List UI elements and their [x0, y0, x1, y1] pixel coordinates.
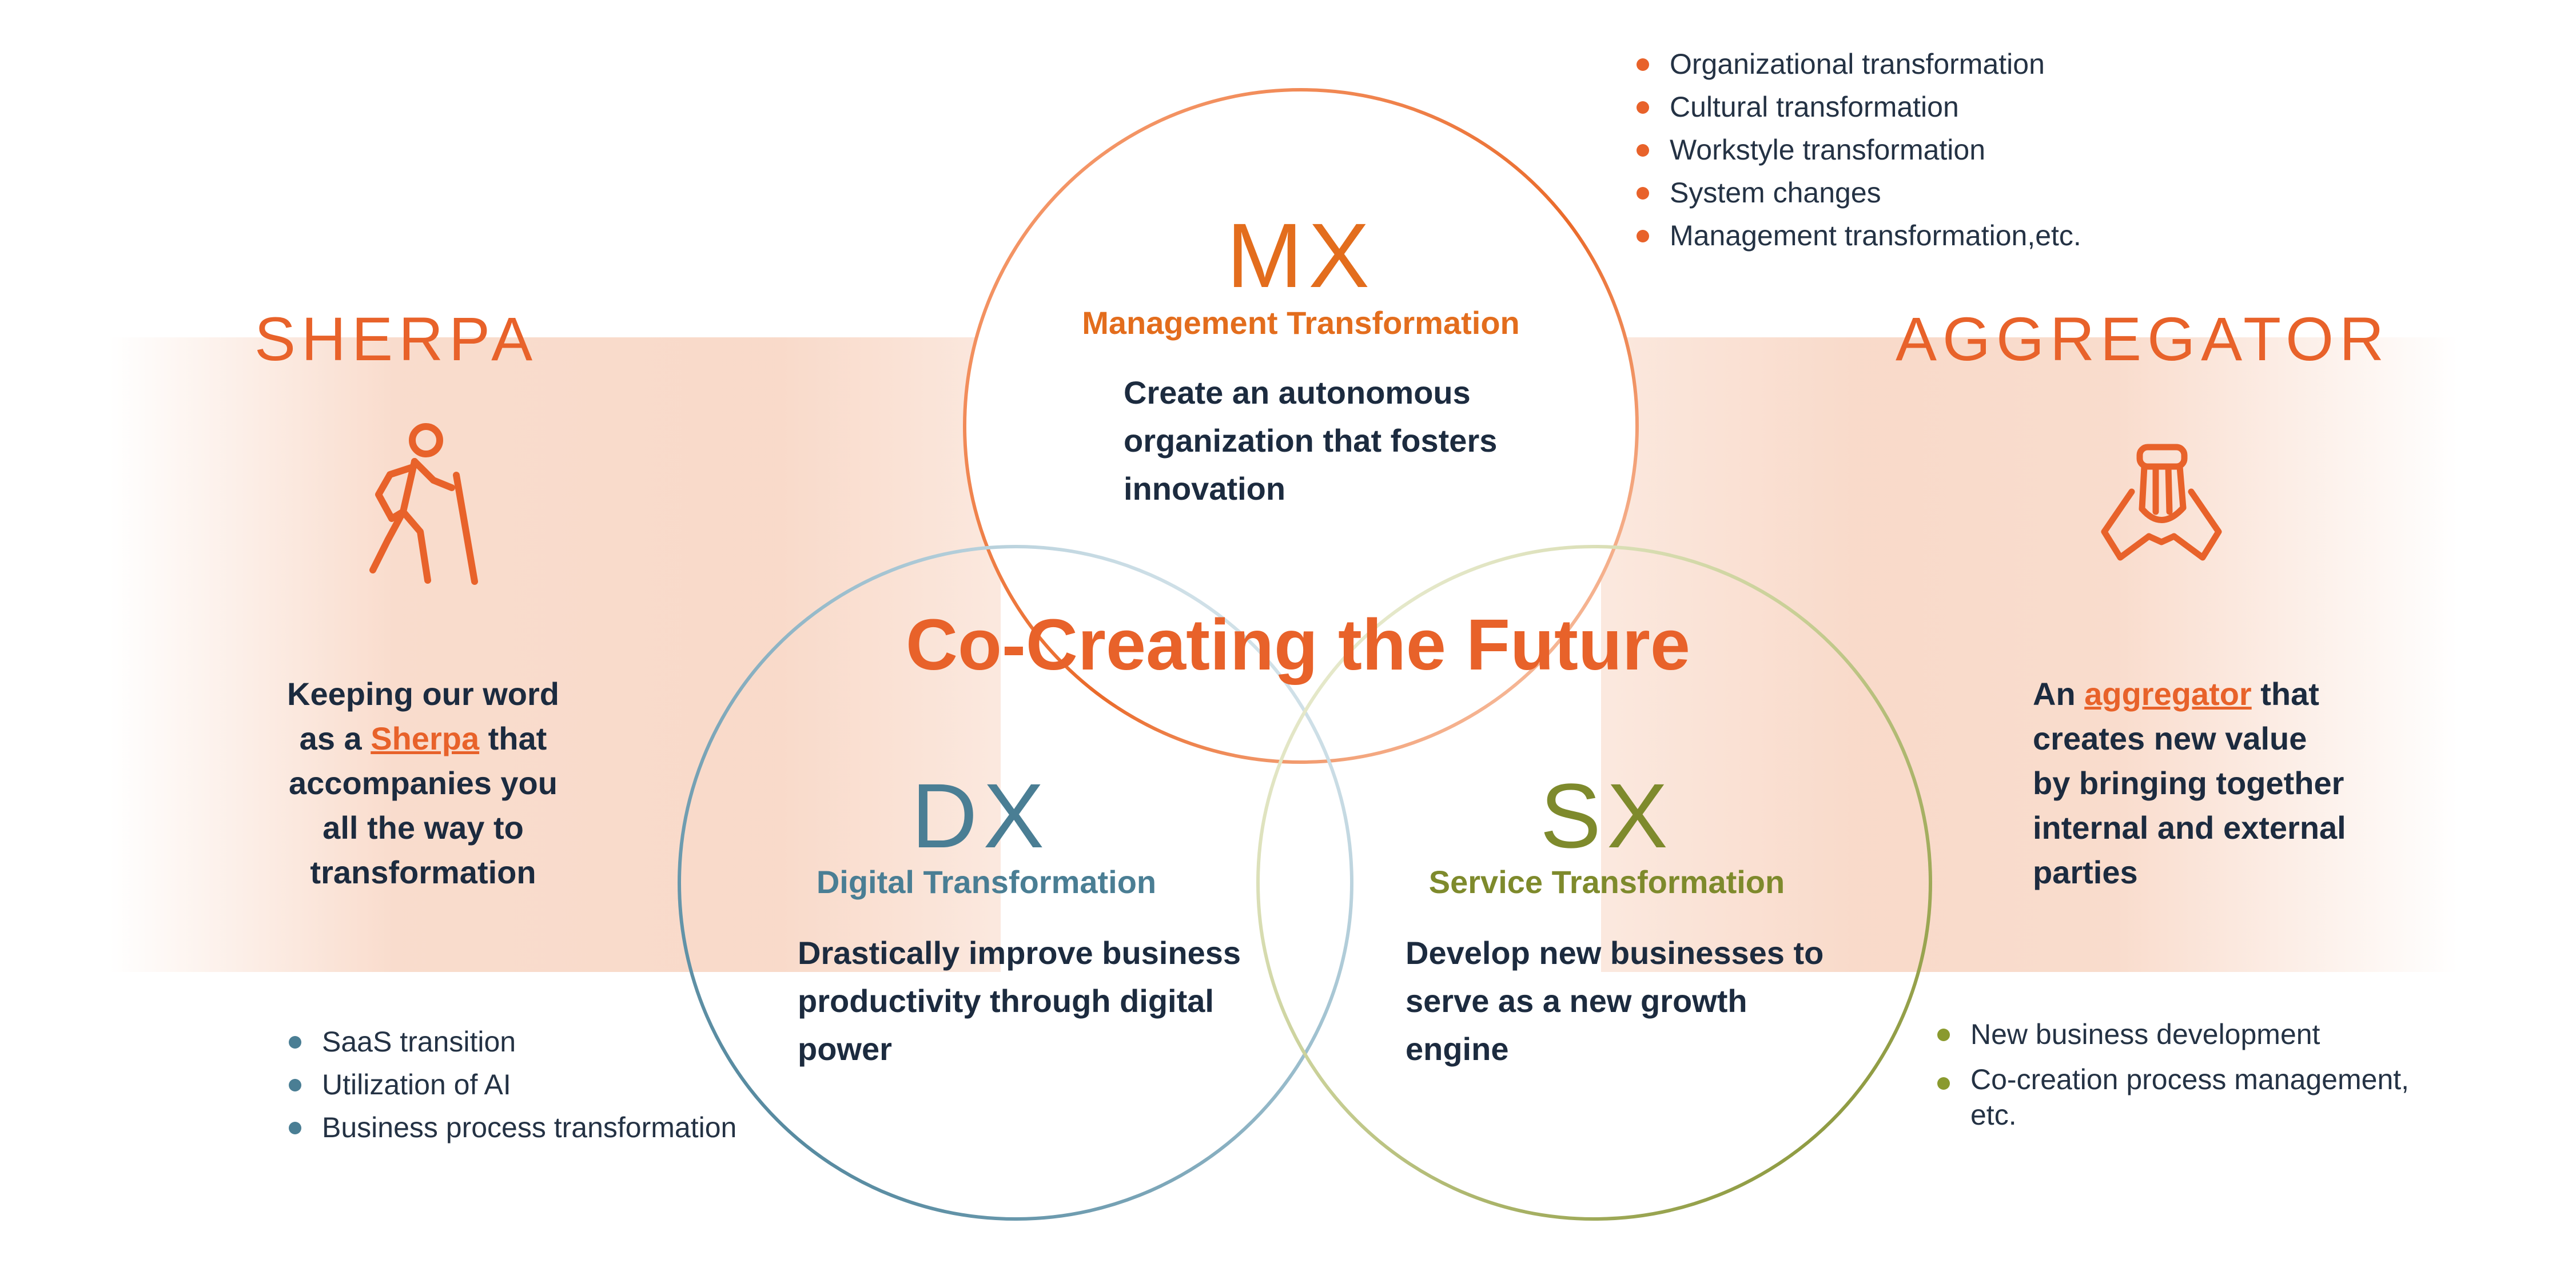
mx-description: Create an autonomous organization that f… — [1124, 374, 1498, 507]
dx-code: DX — [911, 764, 1050, 867]
list-item: Cultural transformation — [1637, 86, 2081, 129]
aggregator-link[interactable]: aggregator — [2084, 676, 2252, 712]
sherpa-title: SHERPA — [254, 304, 539, 373]
aggregator-band — [1601, 337, 2459, 972]
bullet-dot — [289, 1036, 301, 1049]
mx-code: MX — [1227, 204, 1375, 306]
sherpa-description: Keeping our word as a Sherpa that accomp… — [287, 676, 559, 890]
list-item: System changes — [1637, 172, 2081, 214]
dx-circle — [678, 545, 1353, 1221]
bullet-dot — [1637, 230, 1649, 242]
list-item: Management transformation,etc. — [1637, 214, 2081, 257]
bullet-dot — [1637, 187, 1649, 200]
list-item: Workstyle transformation — [1637, 129, 2081, 172]
sx-bullet-list: New business development Co-creation pro… — [1937, 1013, 2409, 1133]
sx-circle — [1256, 545, 1932, 1221]
list-item: Business process transformation — [289, 1106, 736, 1149]
bullet-dot — [1637, 144, 1649, 157]
aggregator-description: An aggregator that creates new value by … — [2033, 676, 2346, 890]
bullet-dot — [289, 1122, 301, 1134]
sherpa-link[interactable]: Sherpa — [371, 720, 480, 756]
bullet-dot — [1937, 1077, 1950, 1090]
sx-code: SX — [1540, 764, 1674, 867]
list-item: New business development — [1937, 1013, 2409, 1056]
sherpa-band — [109, 337, 1001, 972]
mx-circle — [963, 88, 1639, 764]
mx-bullet-list: Organizational transformation Cultural t… — [1637, 43, 2081, 257]
dx-description: Drastically improve business productivit… — [798, 935, 1241, 1067]
mx-name: Management Transformation — [1082, 305, 1520, 341]
headline: Co-Creating the Future — [906, 604, 1690, 685]
list-item: Utilization of AI — [289, 1063, 736, 1106]
list-item: Organizational transformation — [1637, 43, 2081, 86]
aggregator-title: AGGREGATOR — [1896, 304, 2390, 373]
bullet-dot — [1637, 101, 1649, 114]
list-item: Co-creation process management,etc. — [1937, 1062, 2409, 1133]
stacked-hands-icon — [2101, 444, 2222, 561]
bullet-dot — [1937, 1029, 1950, 1041]
dx-bullet-list: SaaS transition Utilization of AI Busine… — [289, 1021, 736, 1149]
sx-description: Develop new businesses to serve as a new… — [1406, 935, 1824, 1067]
sx-name: Service Transformation — [1428, 864, 1785, 900]
bullet-dot — [1637, 58, 1649, 71]
hiker-icon — [369, 423, 478, 585]
bullet-dot — [289, 1079, 301, 1091]
dx-name: Digital Transformation — [816, 864, 1157, 900]
list-item: SaaS transition — [289, 1021, 736, 1063]
